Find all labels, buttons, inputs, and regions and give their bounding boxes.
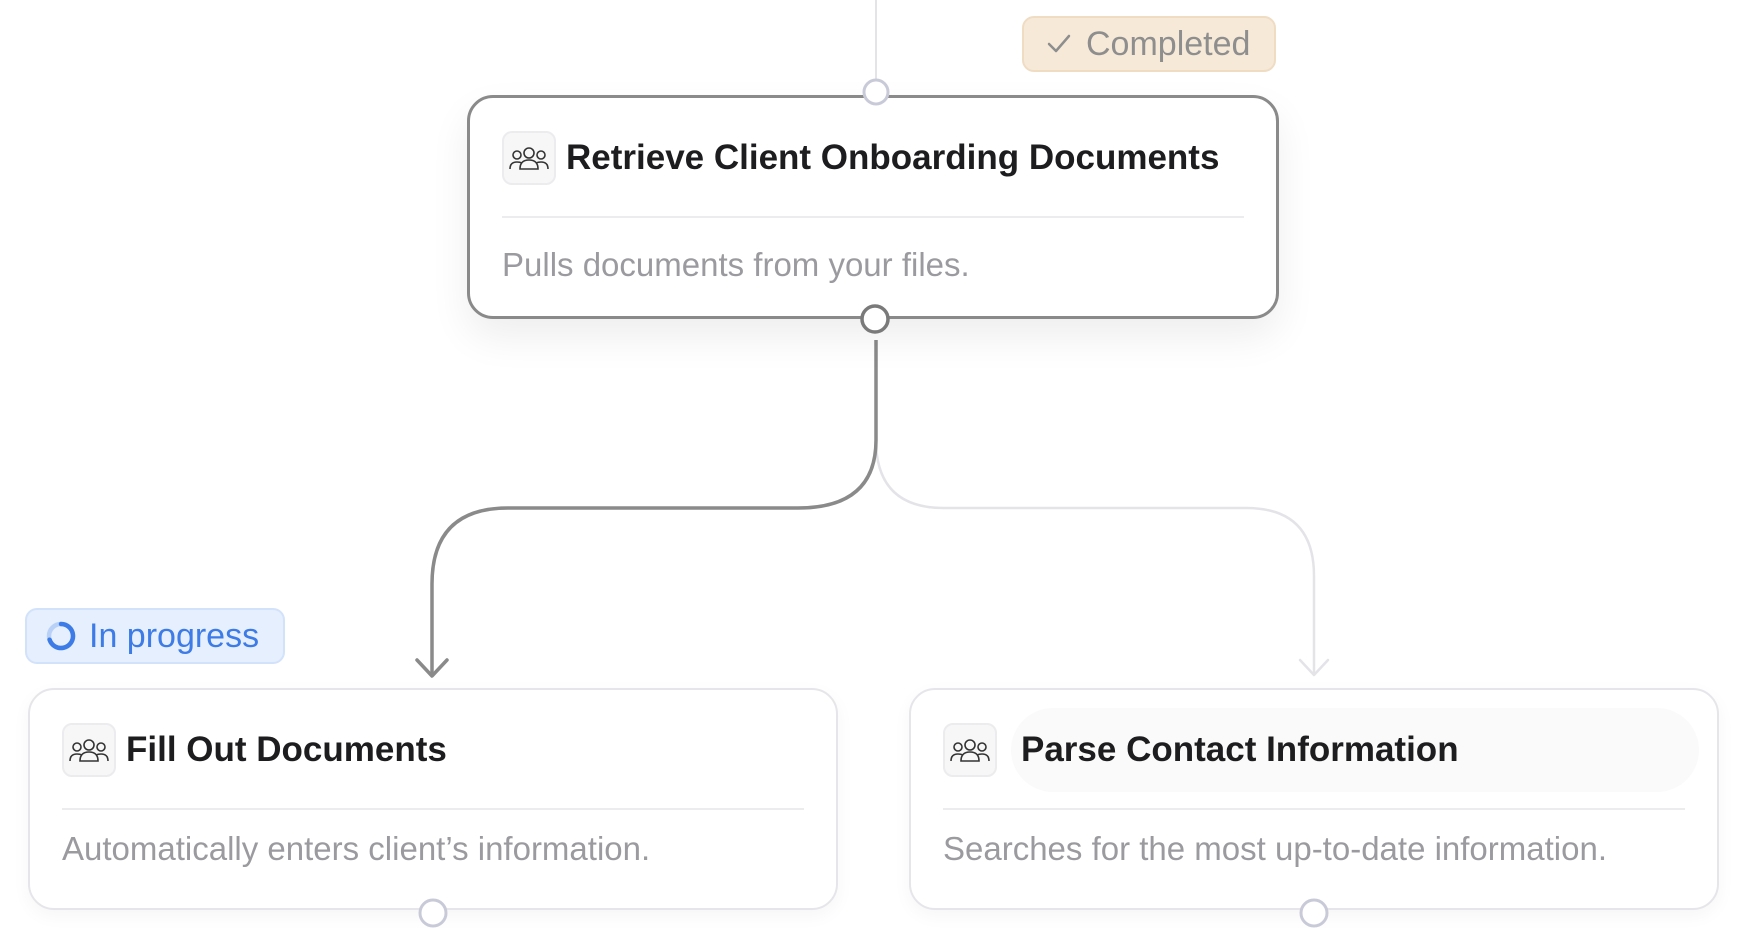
node-fill-out-documents[interactable]: Fill Out Documents Automatically enters … xyxy=(28,688,838,910)
node-title: Fill Out Documents xyxy=(126,730,447,769)
node-divider xyxy=(943,808,1685,810)
completed-badge: Completed xyxy=(1022,16,1276,72)
completed-badge-label: Completed xyxy=(1086,24,1251,63)
node-header: Fill Out Documents xyxy=(62,722,804,778)
node-header: Parse Contact Information xyxy=(943,708,1699,792)
people-group-icon xyxy=(502,131,556,185)
in-progress-badge-label: In progress xyxy=(89,616,260,655)
node-title: Retrieve Client Onboarding Documents xyxy=(566,138,1220,177)
people-group-icon xyxy=(943,723,997,777)
node-description: Pulls documents from your files. xyxy=(502,246,970,283)
node-title-highlight: Parse Contact Information xyxy=(1011,708,1699,792)
in-progress-badge: In progress xyxy=(25,608,285,664)
node-divider xyxy=(62,808,804,810)
node-description: Searches for the most up-to-date informa… xyxy=(943,830,1607,867)
node-description: Automatically enters client’s informatio… xyxy=(62,830,651,867)
connector-retrieve-to-fill xyxy=(430,340,878,674)
node-parse-contact-information[interactable]: Parse Contact Information Searches for t… xyxy=(909,688,1719,910)
checkmark-icon xyxy=(1042,27,1076,61)
connector-arrowhead-parse xyxy=(1298,658,1330,677)
connector-retrieve-to-parse xyxy=(874,340,1316,673)
people-group-icon xyxy=(62,723,116,777)
node-retrieve-client-onboarding-documents[interactable]: Retrieve Client Onboarding Documents Pul… xyxy=(467,95,1279,319)
node-header: Retrieve Client Onboarding Documents xyxy=(502,130,1244,186)
connector-arrowhead-fill xyxy=(415,658,449,678)
node-divider xyxy=(502,216,1244,218)
spinner-icon xyxy=(43,618,79,654)
node-title: Parse Contact Information xyxy=(1021,730,1459,769)
